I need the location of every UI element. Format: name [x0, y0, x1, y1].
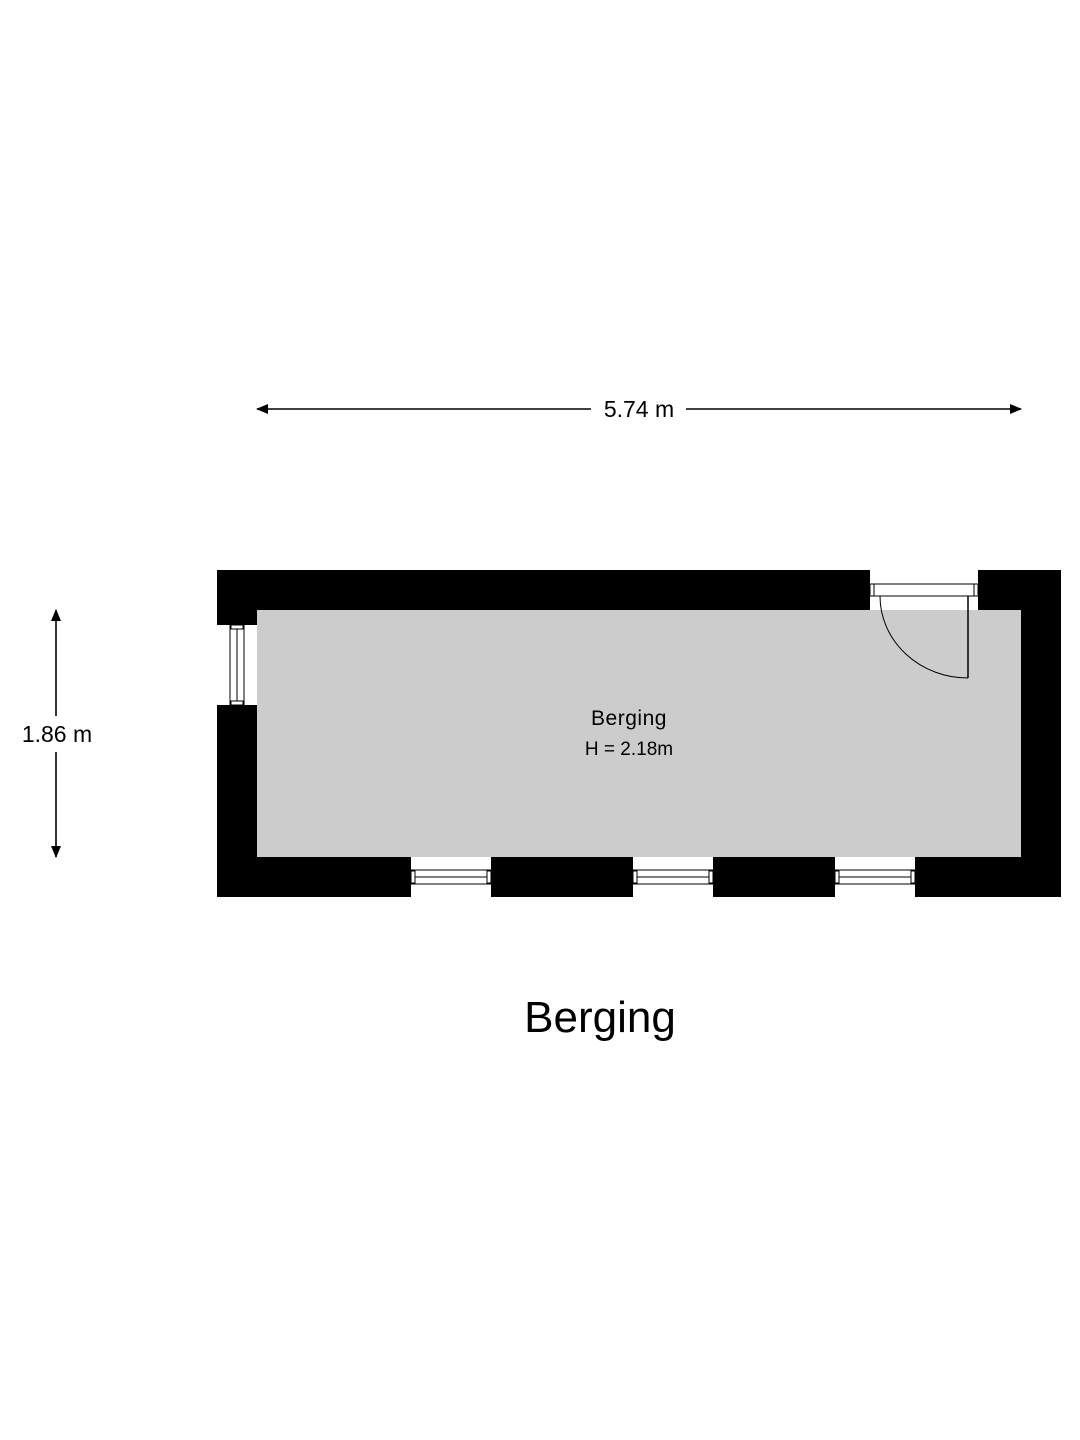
room-floor	[257, 610, 1021, 857]
wall-top-left	[217, 570, 870, 610]
windows	[229, 624, 916, 885]
plan-title: Berging	[524, 993, 676, 1042]
depth-dimension-label: 1.86 m	[22, 721, 92, 747]
room-height: H = 2.18m	[585, 739, 673, 760]
window-bottom-3	[834, 869, 916, 885]
wall-left-upper	[217, 570, 257, 625]
door	[869, 583, 979, 679]
width-dimension: 5.74 m	[256, 396, 1022, 422]
walls	[217, 570, 1061, 897]
depth-dimension: 1.86 m	[22, 609, 92, 858]
door-opening	[870, 584, 978, 610]
window-bottom-1	[410, 869, 492, 885]
window-left	[229, 624, 245, 706]
wall-bottom-2	[491, 857, 633, 897]
room-name: Berging	[591, 707, 667, 730]
wall-bottom-3	[713, 857, 835, 897]
width-dimension-label: 5.74 m	[604, 396, 674, 422]
wall-bottom-4	[915, 857, 1061, 897]
door-swing-arc	[879, 595, 969, 679]
window-bottom-2	[632, 869, 714, 885]
wall-bottom-1	[217, 857, 411, 897]
wall-right	[1021, 570, 1061, 897]
